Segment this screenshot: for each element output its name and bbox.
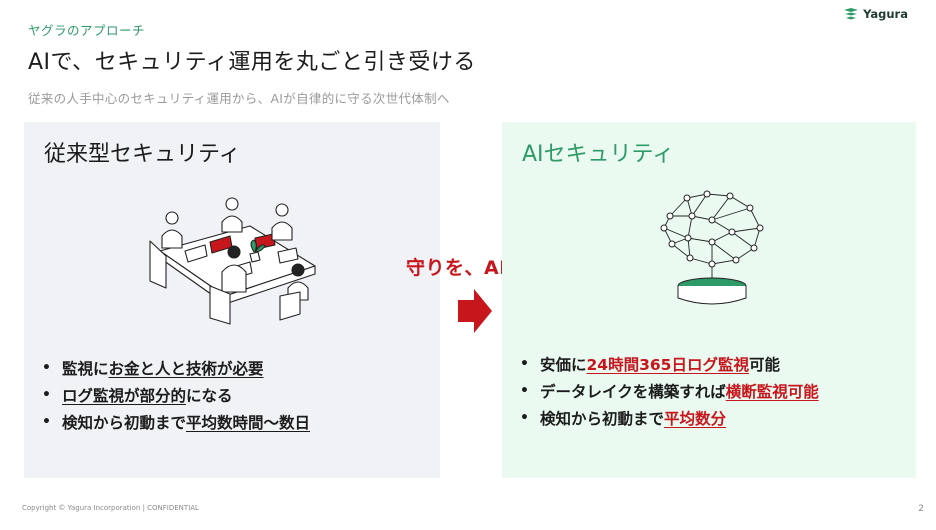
traditional-security-bullets: • 監視にお金と人と技術が必要 • ログ監視が部分的になる • 検知から初動まで… (42, 354, 310, 435)
bullet-emphasis: 横断監視可能 (725, 382, 819, 401)
bullet-dot: • (520, 382, 529, 399)
bullet-text: 安価に (540, 355, 587, 374)
ai-brain-network-illustration (660, 190, 764, 305)
bullet-text: 検知から初動まで (62, 413, 187, 432)
bullet-emphasis: ログ監視が部分的 (62, 386, 187, 405)
bullet-emphasis: 24時間365日ログ監視 (586, 355, 749, 374)
page-subtitle: 従来の人手中心のセキュリティ運用から、AIが自律的に守る次世代体制へ (28, 91, 450, 106)
bullet-dot: • (520, 409, 529, 426)
traditional-security-panel: 従来型セキュリティ (24, 122, 440, 478)
bullet-emphasis: 平均数分 (664, 409, 727, 428)
page-title: AIで、セキュリティ運用を丸ごと引き受ける (28, 50, 476, 75)
yagura-logo-icon (844, 8, 859, 20)
copyright-footer: Copyright © Yagura Incorporation | CONFI… (22, 504, 199, 512)
traditional-security-heading: 従来型セキュリティ (44, 142, 241, 167)
office-team-illustration (149, 197, 316, 325)
list-item: • 監視にお金と人と技術が必要 (42, 354, 310, 381)
bullet-dot: • (42, 386, 51, 403)
bullet-text: 監視に (62, 359, 109, 378)
bullet-emphasis: 平均数時間〜数日 (186, 413, 311, 432)
list-item: • 検知から初動まで平均数時間〜数日 (42, 408, 310, 435)
bullet-dot: • (520, 355, 529, 372)
transition-label: 守りを、AIに (406, 257, 527, 279)
list-item: • 検知から初動まで平均数分 (520, 404, 819, 431)
bullet-text: データレイクを構築すれば (540, 382, 726, 401)
company-logo: Yagura (843, 7, 908, 21)
list-item: • データレイクを構築すれば横断監視可能 (520, 377, 819, 404)
eyebrow-label: ヤグラのアプローチ (28, 23, 146, 38)
logo-text: Yagura (863, 7, 908, 21)
page-number: 2 (918, 504, 924, 514)
bullet-text-after: 可能 (748, 355, 780, 374)
bullet-emphasis: お金と人と技術が必要 (108, 359, 264, 378)
right-arrow-icon (458, 289, 492, 333)
bullet-dot: • (42, 413, 51, 430)
list-item: • ログ監視が部分的になる (42, 381, 310, 408)
bullet-dot: • (42, 359, 51, 376)
bullet-text: 検知から初動まで (540, 409, 665, 428)
ai-security-heading: AIセキュリティ (522, 142, 675, 167)
bullet-text-after: になる (186, 386, 233, 405)
